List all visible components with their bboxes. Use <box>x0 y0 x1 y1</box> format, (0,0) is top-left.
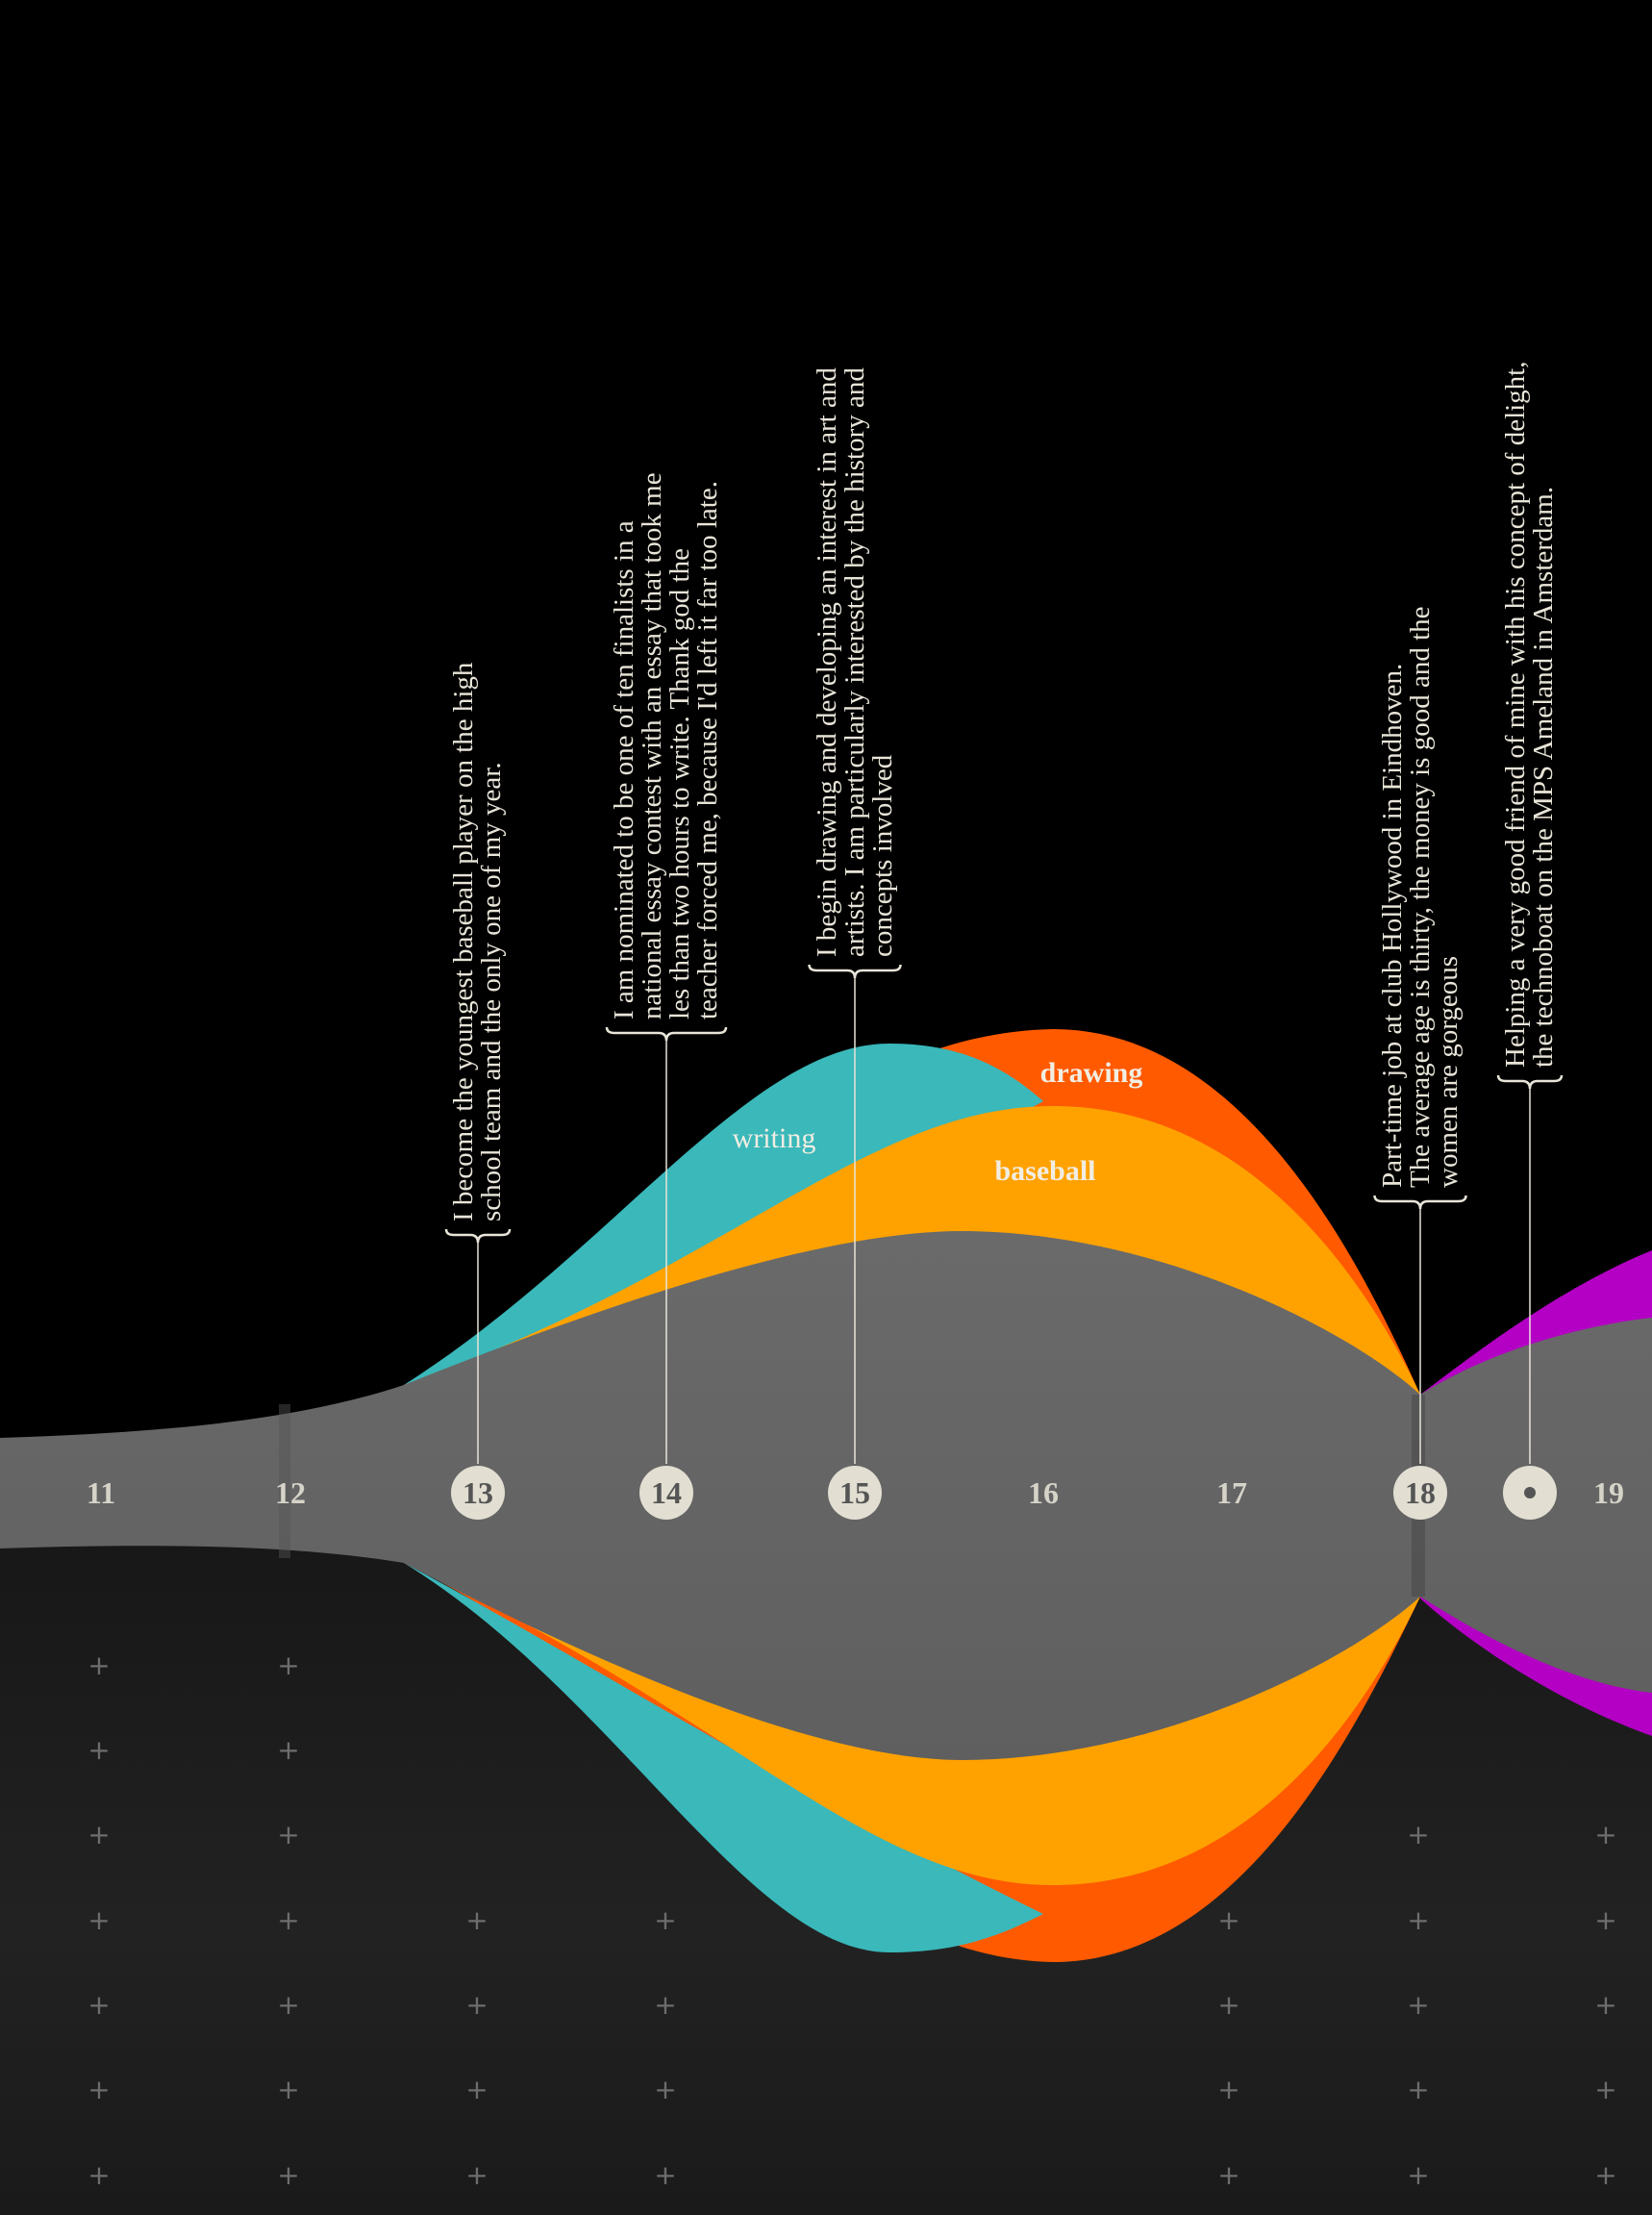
annotation-brace <box>1373 1195 1467 1210</box>
grid-plus-icon: + <box>654 2074 677 2105</box>
column-shade <box>279 1404 290 1558</box>
stream-label-baseball: baseball <box>994 1155 1095 1187</box>
annotation-brace <box>1496 1074 1564 1090</box>
grid-plus-icon: + <box>1407 1989 1430 2021</box>
annotation-leaders <box>444 964 1564 1464</box>
annotation-text: I become the youngest baseball player on… <box>448 662 507 1221</box>
grid-plus-icon: + <box>654 1904 677 1936</box>
grid-plus-icon: + <box>1594 1904 1617 1936</box>
grid-plus-icon: + <box>277 1819 300 1850</box>
grid-plus-icon: + <box>1594 1989 1617 2021</box>
grid-plus-icon: + <box>277 2159 300 2191</box>
grid-plus-icon: + <box>88 1649 111 1681</box>
grid-plus-icon: + <box>277 2074 300 2105</box>
age-label: 11 <box>87 1475 115 1510</box>
stream-writing-lower <box>404 1563 1043 1952</box>
grid-plus-icon: + <box>88 1734 111 1766</box>
grid-plus-icon: + <box>88 1989 111 2021</box>
stream-purple-lower <box>1420 1597 1652 1736</box>
grid-plus-icon: + <box>465 1904 488 1936</box>
age-label: 15 <box>839 1475 870 1510</box>
grid-plus-icon: + <box>1594 2159 1617 2191</box>
annotation-text: I am nominated to be one of ten finalist… <box>609 472 723 1019</box>
annotation-brace <box>808 964 902 979</box>
event-dot <box>1524 1487 1536 1498</box>
age-label: 14 <box>651 1475 682 1510</box>
grid-plus-icon: + <box>88 1904 111 1936</box>
grid-plus-icon: + <box>1217 2074 1240 2105</box>
age-label: 16 <box>1028 1475 1059 1510</box>
annotation-brace <box>444 1228 512 1244</box>
grid-plus-icon: + <box>1217 1989 1240 2021</box>
grid-plus-icon: + <box>654 1989 677 2021</box>
grid-plus-icon: + <box>88 2159 111 2191</box>
grid-plus-icon: + <box>465 2159 488 2191</box>
annotation-brace <box>605 1026 728 1042</box>
grid-plus-icon: + <box>277 1989 300 2021</box>
grid-plus-icon: + <box>1407 1819 1430 1850</box>
grid-plus-icon: + <box>88 2074 111 2105</box>
stream-label-drawing: drawing <box>1040 1057 1143 1089</box>
grid-plus-icon: + <box>88 1819 111 1850</box>
age-label: 19 <box>1593 1475 1624 1510</box>
age-axis: 11 12 13 14 15 16 17 18 19 <box>87 1466 1624 1520</box>
age-marker <box>451 1466 505 1520</box>
age-label: 12 <box>275 1475 306 1510</box>
grid-plus-icon: + <box>465 1989 488 2021</box>
grid-plus-icon: + <box>1594 2074 1617 2105</box>
stream-label-writing: writing <box>733 1122 816 1154</box>
core-band <box>0 1231 1652 1760</box>
grid-plus-icon: + <box>1217 2159 1240 2191</box>
age-marker <box>639 1466 693 1520</box>
grid-plus-icon: + <box>1217 1904 1240 1936</box>
stream-purple <box>1420 1250 1652 1397</box>
grid-plus-icon: + <box>277 1649 300 1681</box>
grid-plus-icon: + <box>465 2074 488 2105</box>
grid-plus-icon: + <box>1407 2074 1430 2105</box>
annotation-text: I begin drawing and developing an intere… <box>811 367 898 957</box>
grid-plus-icon: + <box>277 1734 300 1766</box>
grid-plus-icon: + <box>1594 1819 1617 1850</box>
grid-plus-icon: + <box>277 1904 300 1936</box>
annotation-text: Part-time job at club Hollywood in Eindh… <box>1376 606 1464 1188</box>
annotation-text: Helping a very good friend of mine with … <box>1500 361 1559 1069</box>
age-marker <box>828 1466 882 1520</box>
grid-plus-icon: + <box>1407 1904 1430 1936</box>
age-label: 17 <box>1216 1475 1247 1510</box>
stream-writing-upper <box>404 1044 1043 1385</box>
grid-plus-icon: + <box>654 2159 677 2191</box>
age-marker <box>1393 1466 1447 1520</box>
age-label: 13 <box>463 1475 493 1510</box>
age-label: 18 <box>1405 1475 1436 1510</box>
grid-plus-icon: + <box>1407 2159 1430 2191</box>
